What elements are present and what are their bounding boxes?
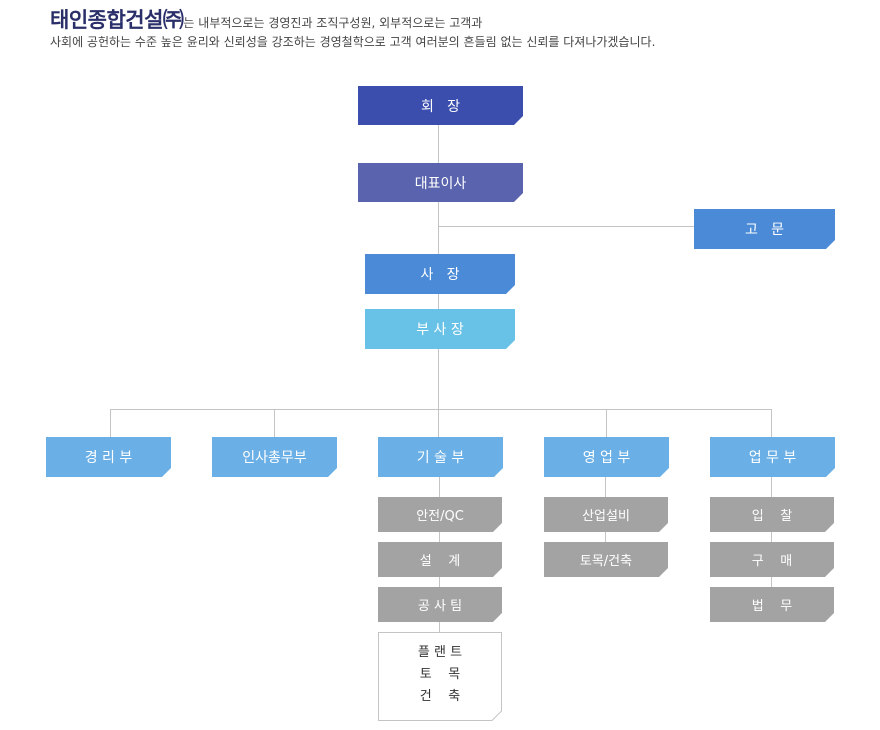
team-civil-building-box: 토목/건축: [544, 542, 668, 577]
dept-sales-label: 영 업 부: [582, 450, 631, 466]
connector-dept-1: [110, 409, 111, 438]
dept-technical-box: 기 술 부: [378, 437, 503, 477]
dept-technical-label: 기 술 부: [416, 450, 465, 466]
team-legal-label: 법 무: [751, 599, 793, 614]
team-industrial-label: 산업설비: [582, 509, 630, 524]
team-industrial-box: 산업설비: [544, 497, 668, 532]
unit-building: 건 축: [419, 689, 461, 704]
connector-vp-down: [438, 348, 439, 438]
connector-advisor: [438, 226, 694, 227]
team-bidding-box: 입 찰: [710, 497, 834, 532]
vice-president-box: 부 사 장: [365, 309, 515, 349]
connector-dept-4: [606, 409, 607, 438]
dept-business-box: 업 무 부: [710, 437, 835, 477]
intro-text-2: 사회에 공헌하는 수준 높은 윤리와 신뢰성을 강조하는 경영철학으로 고객 여…: [50, 35, 656, 49]
team-design-box: 설 계: [378, 542, 502, 577]
dept-sales-box: 영 업 부: [544, 437, 669, 477]
chairman-label: 회 장: [420, 98, 461, 115]
advisor-box: 고 문: [694, 209, 835, 249]
company-name: 태인종합건설㈜: [50, 7, 184, 32]
dept-hr-label: 인사총무부: [242, 450, 307, 466]
team-purchasing-box: 구 매: [710, 542, 834, 577]
connector-dept-2: [274, 409, 275, 438]
team-construction-box: 공 사 팀: [378, 587, 502, 622]
dept-hr-box: 인사총무부: [212, 437, 337, 477]
team-purchasing-label: 구 매: [751, 554, 793, 569]
dept-business-label: 업 무 부: [748, 450, 797, 466]
team-safety-qc-box: 안전/QC: [378, 497, 502, 532]
ceo-label: 대표이사: [414, 175, 467, 192]
team-construction-label: 공 사 팀: [417, 599, 463, 614]
construction-units-outline: [378, 632, 502, 721]
connector-main-vertical: [438, 124, 439, 310]
president-label: 사 장: [420, 267, 460, 283]
team-civil-building-label: 토목/건축: [579, 554, 633, 569]
team-design-label: 설 계: [419, 554, 461, 569]
unit-plant: 플 랜 트: [417, 645, 463, 660]
team-legal-box: 법 무: [710, 587, 834, 622]
dept-management-label: 경 리 부: [84, 450, 133, 466]
dept-management-box: 경 리 부: [46, 437, 171, 477]
ceo-box: 대표이사: [358, 163, 523, 202]
connector-dept-horizontal: [110, 409, 771, 410]
chairman-box: 회 장: [358, 86, 523, 125]
vice-president-label: 부 사 장: [416, 322, 464, 338]
advisor-label: 고 문: [744, 222, 785, 238]
team-safety-qc-label: 안전/QC: [416, 509, 464, 524]
president-box: 사 장: [365, 254, 515, 294]
intro-text-1: 는 내부적으로는 경영진과 조직구성원, 외부적으로는 고객과: [183, 16, 483, 30]
connector-business-teams: [771, 476, 772, 591]
intro-line-1: 태인종합건설㈜는 내부적으로는 경영진과 조직구성원, 외부적으로는 고객과: [50, 4, 870, 34]
unit-civil: 토 목: [419, 667, 461, 682]
team-bidding-label: 입 찰: [751, 509, 793, 524]
connector-dept-5: [771, 409, 772, 438]
